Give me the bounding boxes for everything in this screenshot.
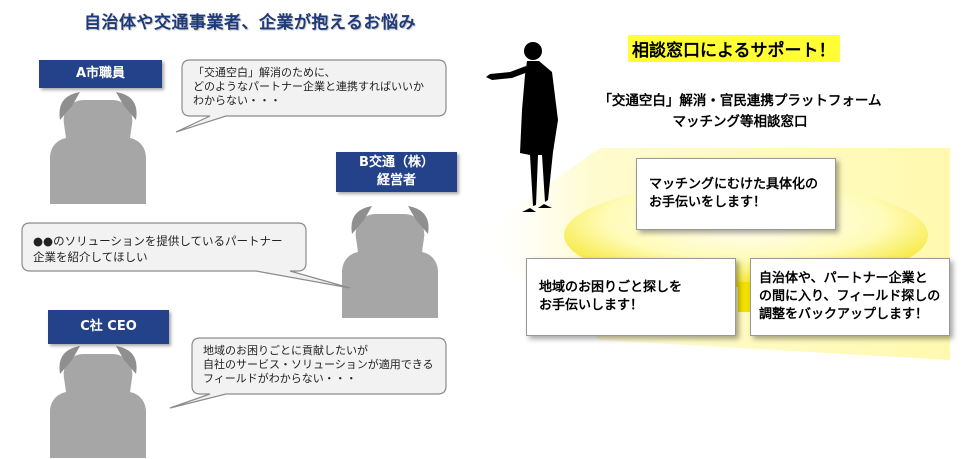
role-label: B交通（株） [359, 155, 434, 170]
support-line: 地域のお困りごと探しを [539, 280, 683, 295]
bubble-line: わからない・・・ [193, 94, 281, 107]
support-coordination-box: 自治体や、パートナー企業と の間に入り、フィールド探しの 調整をバックアップしま… [750, 258, 950, 336]
support-line: お手伝いをします！ [649, 195, 767, 210]
bubble-line: どのようなパートナー企業と連携すればいいか [193, 80, 424, 93]
bubble-b-text: ●●のソリューションを提供しているパートナー 企業を紹介してほしい [24, 228, 292, 270]
bubble-line: 地域のお困りごとに貢献したいが [203, 344, 368, 357]
worried-person-a-icon [50, 92, 146, 204]
support-line: 自治体や、パートナー企業と [759, 271, 928, 286]
support-line: お手伝いします！ [539, 298, 644, 313]
role-label: C社 CEO [80, 319, 137, 334]
bubble-line: ●●のソリューションを提供しているパートナー [33, 234, 283, 248]
role-label: 経営者 [376, 173, 416, 188]
subtitle-line: 「交通空白」解消・官民連携プラットフォーム [598, 93, 882, 109]
worried-person-c-icon [50, 346, 146, 458]
guide-person-icon [486, 42, 558, 212]
support-matching-box: マッチングにむけた具体化の お手伝いをします！ [636, 158, 836, 230]
support-connector [738, 282, 752, 312]
bubble-c [169, 337, 447, 409]
role-b-transport-executive: B交通（株） 経営者 [336, 152, 457, 192]
bubble-line: フィールドがわからない・・・ [203, 372, 357, 385]
support-line: 調整をバックアップします！ [759, 307, 929, 322]
support-desk-subtitle: 「交通空白」解消・官民連携プラットフォーム マッチング等相談窓口 [575, 91, 905, 133]
bubble-line: 自社のサービス・ソリューションが適用できる [203, 358, 434, 371]
bubble-c-text: 地域のお困りごとに貢献したいが 自社のサービス・ソリューションが適用できる フィ… [194, 339, 443, 391]
support-local-issues-box: 地域のお困りごと探しを お手伝いします！ [526, 258, 736, 336]
bubble-line: 「交通空白」解消のために、 [193, 66, 336, 79]
support-line: マッチングにむけた具体化の [649, 177, 819, 192]
worried-person-b-icon [342, 206, 438, 318]
right-title: 相談窓口によるサポート！ [628, 35, 840, 62]
bubble-a-text: 「交通空白」解消のために、 どのようなパートナー企業と連携すればいいか わからな… [184, 61, 433, 113]
role-label: A市職員 [75, 66, 126, 81]
role-a-city-staff: A市職員 [39, 60, 162, 88]
left-title: 自治体や交通事業者、企業が抱えるお悩み [84, 13, 416, 33]
subtitle-line: マッチング等相談窓口 [672, 114, 808, 130]
role-c-company-ceo: C社 CEO [48, 310, 169, 344]
bubble-a [175, 59, 447, 133]
bubble-line: 企業を紹介してほしい [33, 250, 148, 264]
bubble-b [21, 222, 351, 289]
support-line: の間に入り、フィールド探しの [759, 289, 941, 304]
